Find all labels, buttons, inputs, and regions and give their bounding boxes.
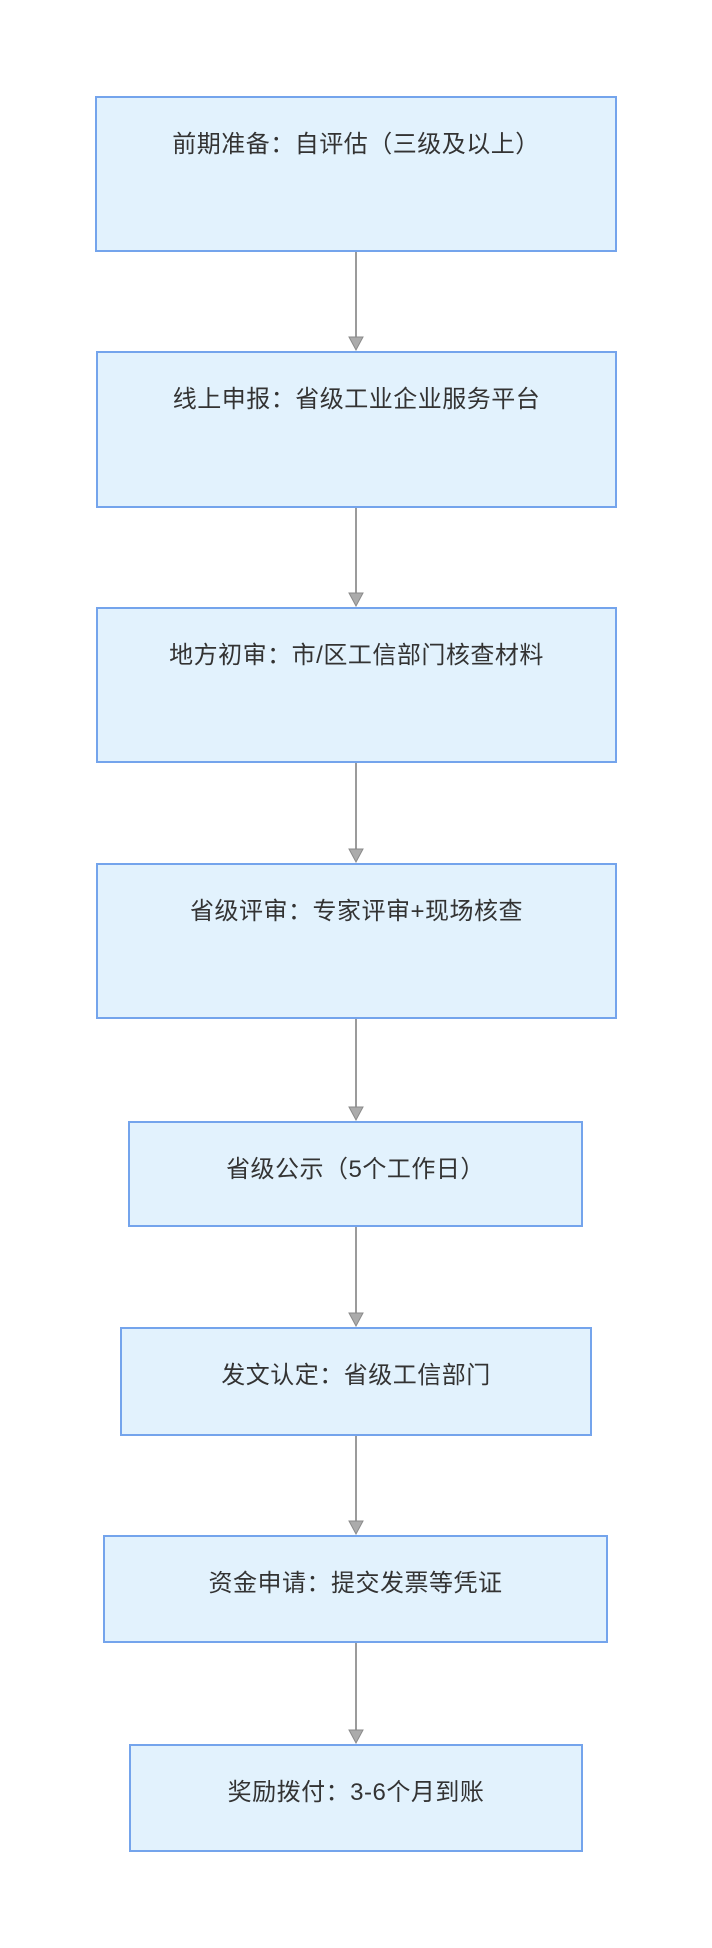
flow-step-local-review: 地方初审：市/区工信部门核查材料 [96,607,617,763]
flow-step-label: 省级评审：专家评审+现场核查 [189,898,523,925]
arrow-down-icon [348,1227,364,1327]
flow-step-provincial-publicity: 省级公示（5个工作日） [128,1121,583,1227]
flow-step-label: 资金申请：提交发票等凭证 [208,1570,503,1597]
flow-step-label: 线上申报：省级工业企业服务平台 [172,386,541,413]
flow-step-label: 前期准备：自评估（三级及以上） [172,131,540,158]
flow-step-fund-application: 资金申请：提交发票等凭证 [103,1535,608,1643]
arrow-down-icon [348,763,364,863]
arrow-down-icon [348,508,364,607]
arrow-down-icon [348,252,364,351]
flow-step-label: 发文认定：省级工信部门 [221,1362,491,1389]
flow-step-provincial-review: 省级评审：专家评审+现场核查 [96,863,617,1019]
flow-step-preparation: 前期准备：自评估（三级及以上） [95,96,617,252]
flow-step-label: 省级公示（5个工作日） [226,1156,485,1183]
flow-step-label: 地方初审：市/区工信部门核查材料 [169,642,544,669]
flow-step-official-recognition: 发文认定：省级工信部门 [120,1327,592,1436]
flow-step-label: 奖励拨付：3-6个月到账 [227,1779,485,1806]
arrow-down-icon [348,1436,364,1535]
arrow-down-icon [348,1019,364,1121]
flow-step-online-application: 线上申报：省级工业企业服务平台 [96,351,617,508]
flow-step-reward-payment: 奖励拨付：3-6个月到账 [129,1744,583,1852]
arrow-down-icon [348,1643,364,1744]
